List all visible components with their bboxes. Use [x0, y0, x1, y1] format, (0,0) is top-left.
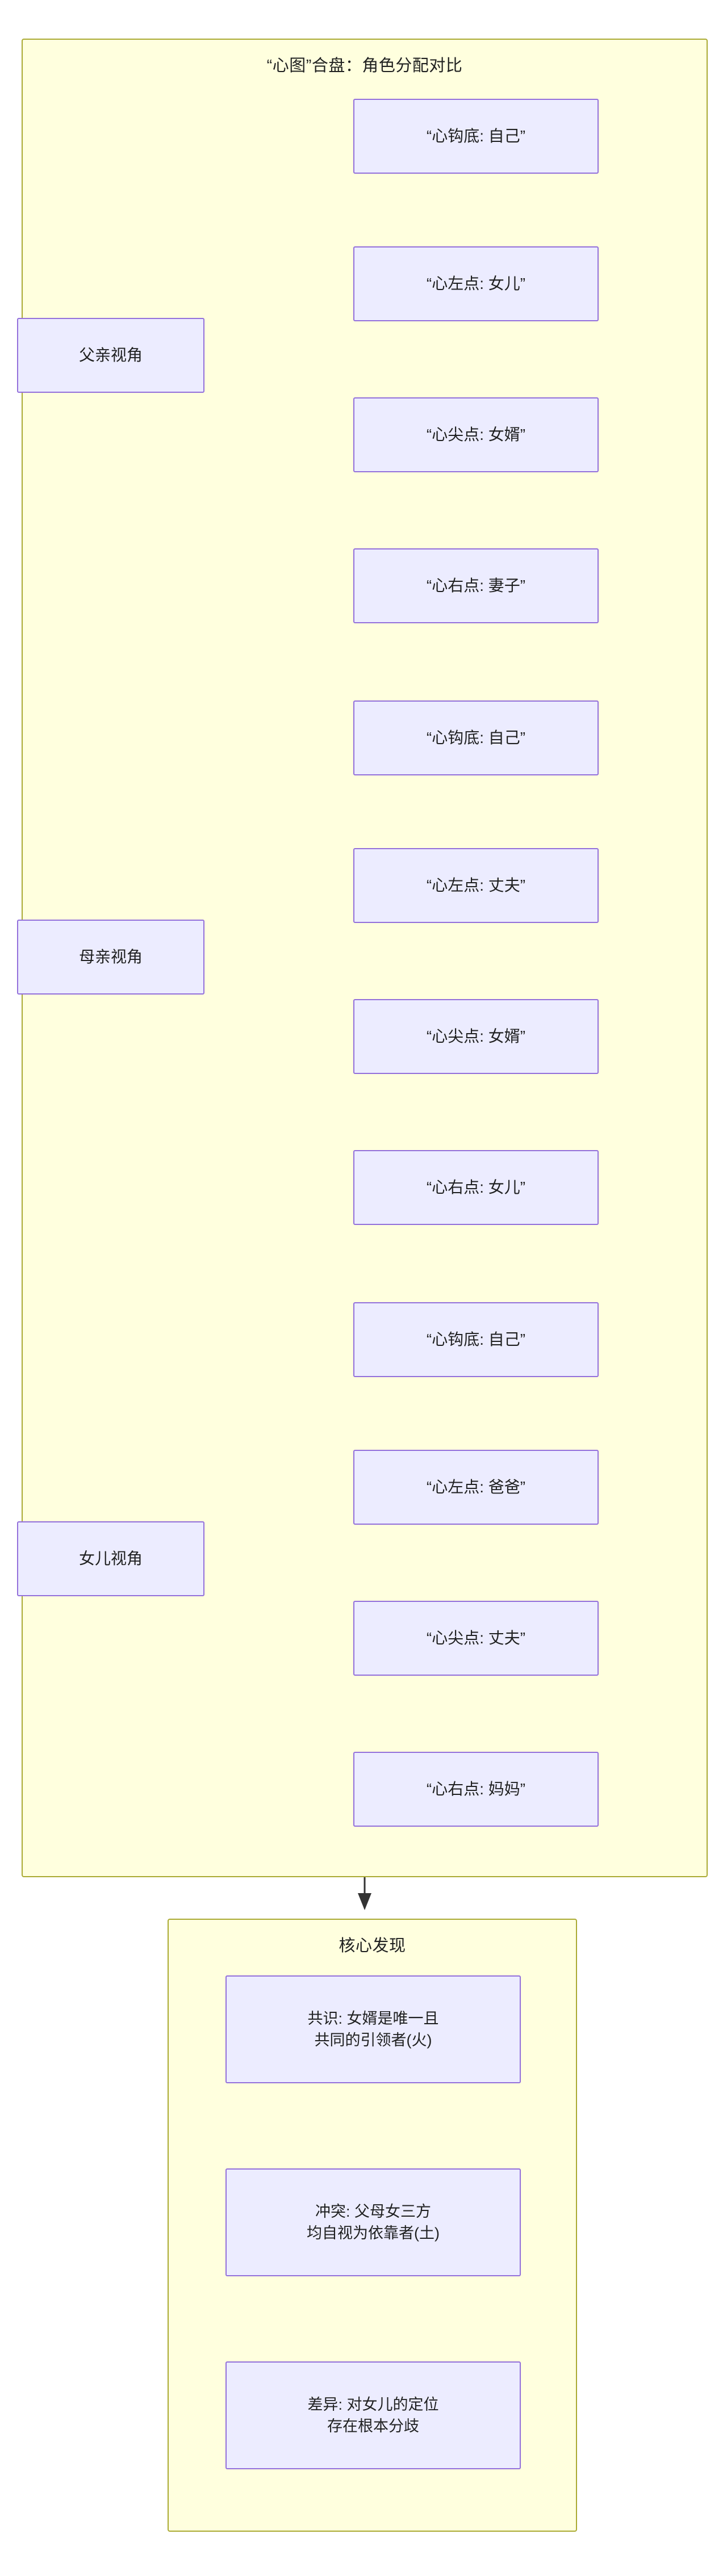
- node-role-daughter-heart-hook-bottom[interactable]: “心钩底: 自己”: [353, 1302, 599, 1377]
- node-role-daughter-heart-left-point[interactable]: “心左点: 爸爸”: [353, 1450, 599, 1525]
- node-role-mother-heart-left-point[interactable]: “心左点: 丈夫”: [353, 848, 599, 923]
- node-perspective-father[interactable]: 父亲视角: [17, 318, 204, 393]
- node-role-mother-heart-right-point[interactable]: “心右点: 女儿”: [353, 1150, 599, 1225]
- node-role-father-heart-tip-point[interactable]: “心尖点: 女婿”: [353, 397, 599, 472]
- node-role-father-heart-hook-bottom[interactable]: “心钩底: 自己”: [353, 99, 599, 174]
- node-perspective-mother[interactable]: 母亲视角: [17, 920, 204, 995]
- node-role-daughter-heart-right-point[interactable]: “心右点: 妈妈”: [353, 1752, 599, 1827]
- subgraph-core-findings-title: 核心发现: [339, 1937, 406, 1955]
- node-finding-consensus[interactable]: 共识: 女婿是唯一且 共同的引领者(火): [225, 1975, 521, 2083]
- subgraph-core-findings: 核心发现 共识: 女婿是唯一且 共同的引领者(火) 冲突: 父母女三方 均自视为…: [168, 1919, 577, 2532]
- node-finding-conflict[interactable]: 冲突: 父母女三方 均自视为依靠者(土): [225, 2168, 521, 2276]
- node-role-mother-heart-hook-bottom[interactable]: “心钩底: 自己”: [353, 700, 599, 775]
- node-finding-divergence[interactable]: 差异: 对女儿的定位 存在根本分歧: [225, 2361, 521, 2469]
- node-role-father-heart-right-point[interactable]: “心右点: 妻子”: [353, 548, 599, 623]
- node-role-daughter-heart-tip-point[interactable]: “心尖点: 丈夫”: [353, 1601, 599, 1676]
- node-role-father-heart-left-point[interactable]: “心左点: 女儿”: [353, 246, 599, 321]
- node-role-mother-heart-tip-point[interactable]: “心尖点: 女婿”: [353, 999, 599, 1074]
- node-perspective-daughter[interactable]: 女儿视角: [17, 1521, 204, 1596]
- subgraph-comparison-title: “心图”合盘：角色分配对比: [266, 57, 463, 75]
